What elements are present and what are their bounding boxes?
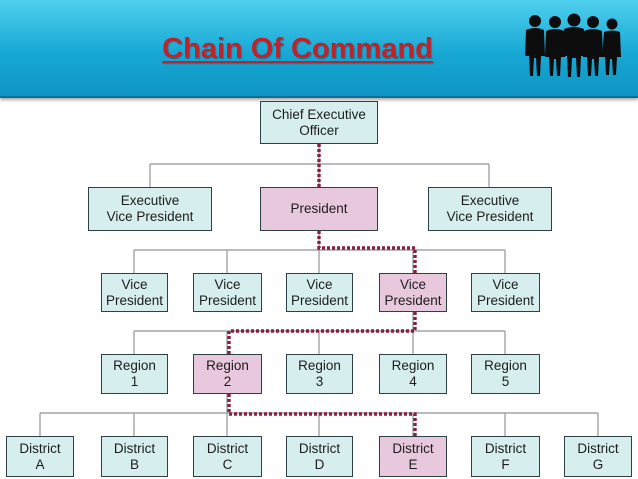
region-label-5: Region 5 bbox=[484, 358, 527, 389]
vp-box-1: Vice President bbox=[101, 273, 168, 312]
district-box-e: District E bbox=[379, 436, 447, 477]
vp-label-3: Vice President bbox=[290, 276, 349, 308]
executive-vp-left-label: Executive Vice President bbox=[106, 193, 194, 224]
executive-vp-left-box: Executive Vice President bbox=[88, 187, 212, 231]
vp-box-3: Vice President bbox=[286, 273, 353, 312]
region-box-2: Region 2 bbox=[193, 354, 262, 394]
district-label-f: District F bbox=[484, 440, 527, 472]
district-label-c: District C bbox=[206, 440, 249, 472]
chain-of-command-path bbox=[227, 144, 417, 436]
district-box-d: District D bbox=[286, 436, 353, 477]
ceo-box: Chief Executive Officer bbox=[260, 101, 378, 144]
district-label-g: District G bbox=[577, 440, 619, 472]
region-box-4: Region 4 bbox=[379, 354, 447, 394]
region-box-1: Region 1 bbox=[101, 354, 168, 394]
executive-vp-right-label: Executive Vice President bbox=[446, 193, 534, 224]
ceo-label: Chief Executive Officer bbox=[272, 106, 366, 138]
vp-box-2: Vice President bbox=[193, 273, 262, 312]
vp-box-5: Vice President bbox=[471, 273, 540, 312]
region-box-5: Region 5 bbox=[471, 354, 540, 394]
region-box-3: Region 3 bbox=[286, 354, 353, 394]
district-label-e: District E bbox=[392, 440, 434, 472]
executive-vp-right-box: Executive Vice President bbox=[428, 187, 552, 231]
district-box-b: District B bbox=[101, 436, 168, 477]
page-title: Chain Of Command bbox=[162, 33, 433, 65]
vp-label-5: Vice President bbox=[476, 276, 535, 308]
vp-box-4: Vice President bbox=[379, 273, 447, 312]
vp-label-1: Vice President bbox=[105, 276, 164, 308]
vp-label-4: Vice President bbox=[384, 276, 442, 308]
district-label-b: District B bbox=[113, 440, 156, 472]
district-box-g: District G bbox=[564, 436, 632, 477]
district-label-d: District D bbox=[298, 440, 341, 472]
district-box-c: District C bbox=[193, 436, 262, 477]
region-label-1: Region 1 bbox=[113, 358, 156, 389]
district-box-f: District F bbox=[471, 436, 540, 477]
region-label-4: Region 4 bbox=[391, 358, 435, 389]
region-label-3: Region 3 bbox=[298, 358, 341, 389]
title-banner: Chain Of Command bbox=[0, 0, 638, 98]
president-label: President bbox=[290, 201, 348, 216]
district-label-a: District A bbox=[19, 440, 61, 472]
district-box-a: District A bbox=[6, 436, 74, 477]
region-label-2: Region 2 bbox=[206, 358, 249, 389]
business-people-icon bbox=[525, 13, 621, 77]
president-box: President bbox=[260, 187, 378, 231]
vp-label-2: Vice President bbox=[198, 276, 257, 308]
